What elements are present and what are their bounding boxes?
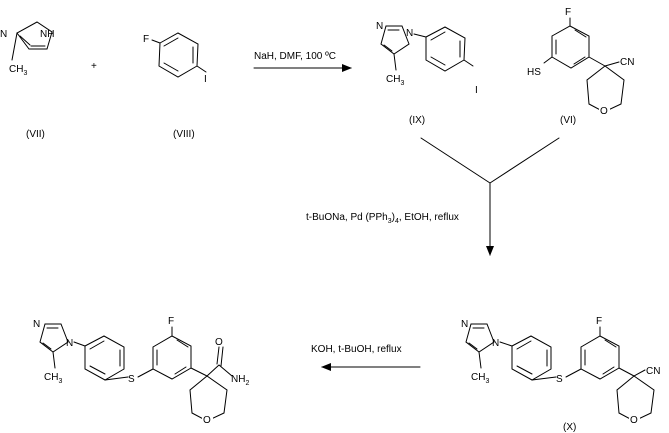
plus-sign: + xyxy=(91,61,97,72)
atom-s-x: S xyxy=(556,374,563,385)
label-vi: (VI) xyxy=(560,115,576,126)
converge-line-left xyxy=(420,137,491,184)
converge-line-right xyxy=(489,137,560,184)
atom-cn-vi: CN xyxy=(620,57,634,68)
atom-cn-x: CN xyxy=(646,366,660,377)
compound-product: N N CH3 S F O NH2 O xyxy=(33,316,249,426)
label-ix: (IX) xyxy=(409,115,425,126)
atom-i-ix: I xyxy=(475,85,478,96)
atom-o-x: O xyxy=(630,415,638,426)
atom-ch3-x: CH3 xyxy=(471,372,489,385)
atom-n3-product: N xyxy=(33,319,40,330)
atom-n: N xyxy=(0,29,7,40)
label-viii: (VIII) xyxy=(173,129,195,140)
atom-s-product: S xyxy=(128,374,135,385)
atom-f: F xyxy=(143,34,149,45)
atom-n1-product: N xyxy=(66,338,73,349)
compound-vii: N NH CH3 (VII) xyxy=(0,21,54,140)
compound-ix: N N CH3 I (IX) xyxy=(376,21,478,126)
atom-i: I xyxy=(204,74,207,85)
compound-viii: F I (VIII) xyxy=(143,32,207,140)
label-vii: (VII) xyxy=(26,129,45,140)
compound-vi: F HS CN O (VI) xyxy=(527,7,634,126)
atom-ch3: CH3 xyxy=(9,64,27,77)
atom-n1-ix: N xyxy=(406,28,413,39)
step-1-conditions: NaH, DMF, 100 ºC xyxy=(254,51,336,62)
atom-n3-x: N xyxy=(461,319,468,330)
step-1: NaH, DMF, 100 ºC xyxy=(253,51,352,72)
atom-n1-x: N xyxy=(492,338,499,349)
atom-amide-o: O xyxy=(215,337,223,348)
step-3-conditions: KOH, t-BuOH, reflux xyxy=(311,344,402,355)
atom-o-vi: O xyxy=(600,106,608,117)
atom-f-x: F xyxy=(596,316,602,327)
atom-f-product: F xyxy=(168,316,174,327)
step-2-conditions: t-BuONa, Pd (PPh3)4, EtOH, reflux xyxy=(306,212,459,225)
step-3: KOH, t-BuOH, reflux xyxy=(311,344,421,371)
atom-ch3-product: CH3 xyxy=(44,372,62,385)
step-2: t-BuONa, Pd (PPh3)4, EtOH, reflux xyxy=(306,137,560,256)
atom-n3-ix: N xyxy=(376,21,383,32)
atom-nh: NH xyxy=(40,29,54,40)
atom-f-vi: F xyxy=(565,7,571,18)
atom-o-product: O xyxy=(203,415,211,426)
label-x: (X) xyxy=(563,422,576,433)
atom-amide-nh2: NH2 xyxy=(231,374,249,387)
atom-ch3-ix: CH3 xyxy=(386,74,404,87)
atom-hs-vi: HS xyxy=(527,67,541,78)
compound-x: N N CH3 S F CN O (X) xyxy=(461,316,660,433)
